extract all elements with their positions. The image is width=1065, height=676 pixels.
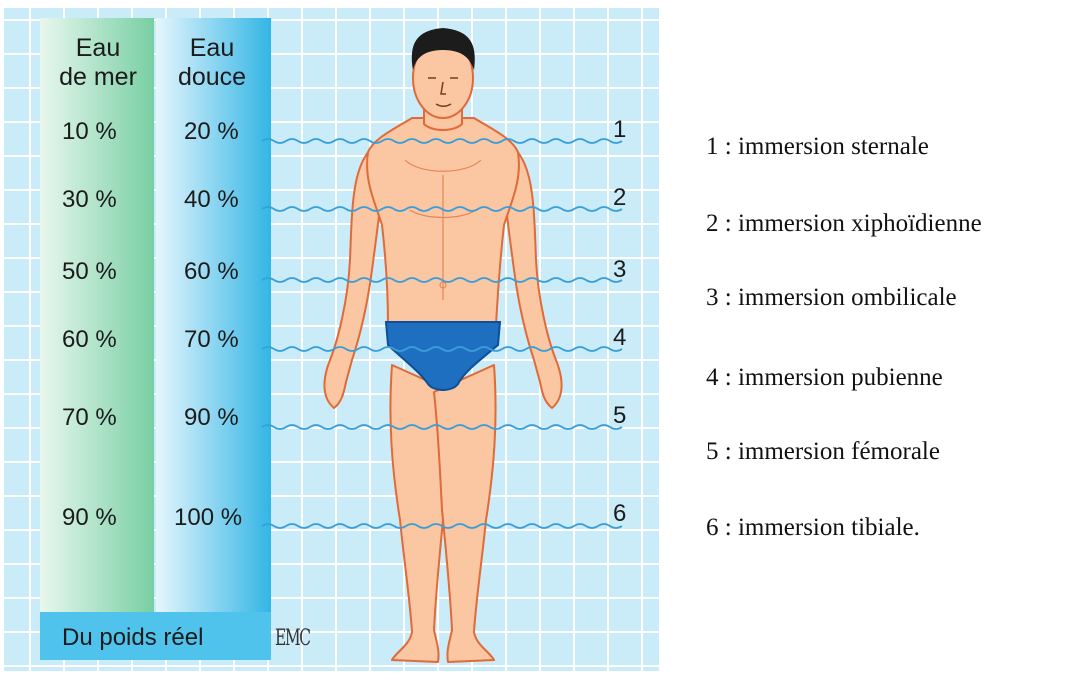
sea-pct-6: 90 % xyxy=(62,504,117,532)
fresh-water-heading: Eau douce xyxy=(162,34,262,92)
legend-item-3: 3 : immersion ombilicale xyxy=(706,284,957,312)
level-number-4: 4 xyxy=(613,324,626,352)
emc-logo: EMC xyxy=(275,626,310,651)
level-number-3: 3 xyxy=(613,256,626,284)
level-number-1: 1 xyxy=(613,116,626,144)
sea-pct-5: 70 % xyxy=(62,404,117,432)
legend-item-4: 4 : immersion pubienne xyxy=(706,364,943,392)
fresh-pct-5: 90 % xyxy=(184,404,239,432)
sea-pct-2: 30 % xyxy=(62,186,117,214)
legend-item-2: 2 : immersion xiphoïdienne xyxy=(706,210,982,238)
level-number-2: 2 xyxy=(613,184,626,212)
sea-pct-3: 50 % xyxy=(62,258,117,286)
sea-heading-line2: de mer xyxy=(48,63,148,92)
level-number-6: 6 xyxy=(613,500,626,528)
fresh-pct-4: 70 % xyxy=(184,326,239,354)
sea-heading-line1: Eau xyxy=(48,34,148,63)
legend-item-5: 5 : immersion fémorale xyxy=(706,438,940,466)
sea-pct-1: 10 % xyxy=(62,118,117,146)
fresh-pct-3: 60 % xyxy=(184,258,239,286)
fresh-heading-line1: Eau xyxy=(162,34,262,63)
legend-item-1: 1 : immersion sternale xyxy=(706,133,929,161)
sea-pct-4: 60 % xyxy=(62,326,117,354)
fresh-pct-1: 20 % xyxy=(184,118,239,146)
fresh-heading-line2: douce xyxy=(162,63,262,92)
fresh-pct-2: 40 % xyxy=(184,186,239,214)
footer-label: Du poids réel xyxy=(62,624,203,652)
level-number-5: 5 xyxy=(613,402,626,430)
legend-item-6: 6 : immersion tibiale. xyxy=(706,514,920,542)
sea-water-heading: Eau de mer xyxy=(48,34,148,92)
fresh-pct-6: 100 % xyxy=(174,504,242,532)
